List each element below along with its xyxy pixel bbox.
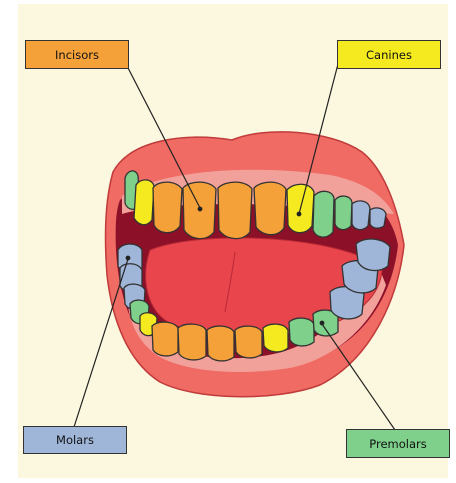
label-canines-text: Canines (366, 48, 412, 62)
upper-incisor-3 (218, 182, 252, 238)
lower-incisor-4 (235, 326, 262, 358)
upper-premolar-right-2 (335, 196, 352, 230)
label-incisors: Incisors (25, 40, 129, 69)
lower-canine-right (263, 324, 288, 352)
label-premolars: Premolars (346, 429, 450, 458)
label-molars-text: Molars (56, 433, 94, 447)
lower-incisor-1 (152, 322, 178, 356)
label-molars: Molars (23, 426, 127, 454)
pointer-premolars-dot (320, 321, 324, 325)
pointer-incisors-dot (198, 207, 202, 211)
label-canines: Canines (337, 40, 441, 69)
lower-premolar-right-1 (289, 318, 314, 346)
upper-premolar-right-1 (313, 191, 334, 237)
label-incisors-text: Incisors (55, 48, 99, 62)
upper-incisor-1 (153, 182, 182, 233)
upper-molar-right-1 (352, 201, 370, 230)
pointer-molars (74, 259, 128, 427)
lower-molar-right-3 (356, 239, 390, 271)
lower-incisor-3 (207, 326, 234, 361)
upper-canine-left (134, 180, 154, 225)
lower-incisor-2 (178, 324, 206, 360)
upper-molar-right-2 (370, 208, 386, 228)
pointer-canines-dot (297, 212, 301, 216)
pointer-molars-dot (126, 256, 130, 260)
label-premolars-text: Premolars (369, 437, 426, 451)
upper-incisor-4 (254, 182, 286, 235)
